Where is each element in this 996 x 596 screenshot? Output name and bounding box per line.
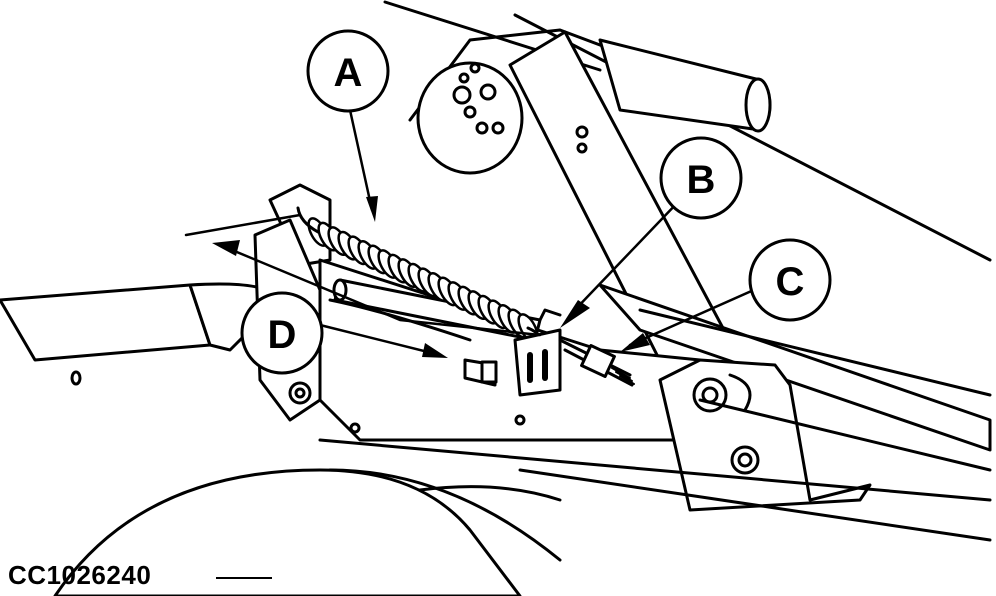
rear-tube [598, 38, 772, 133]
spring-pointer-upper [184, 213, 302, 237]
callout-c-label: C [776, 260, 805, 304]
coil-spring [296, 206, 543, 350]
left-arm [0, 282, 282, 386]
leader-a [348, 108, 374, 212]
callout-c [748, 238, 832, 322]
floor-frame [318, 398, 992, 542]
spring-hook-front [296, 206, 320, 234]
figure-code-rule [216, 577, 272, 579]
figure-code: CC1026240 [8, 560, 152, 590]
diagonal-beam [598, 283, 992, 452]
callout-b-label: B [687, 158, 716, 202]
adjuster-rod [558, 338, 635, 387]
leader-lines [184, 108, 767, 358]
leader-c [628, 283, 767, 347]
callout-a-label: A [334, 51, 363, 95]
leader-b [568, 198, 682, 317]
spring-pointer-lower [218, 243, 542, 337]
callout-d [240, 291, 324, 375]
adjustment-bracket [513, 308, 562, 397]
callout-a [306, 29, 390, 113]
small-nut [463, 358, 498, 387]
drum-roller [53, 468, 562, 596]
bearing-plate [416, 61, 524, 175]
callout-b [659, 136, 743, 220]
callout-d-label: D [268, 313, 297, 357]
leader-d [318, 323, 442, 357]
